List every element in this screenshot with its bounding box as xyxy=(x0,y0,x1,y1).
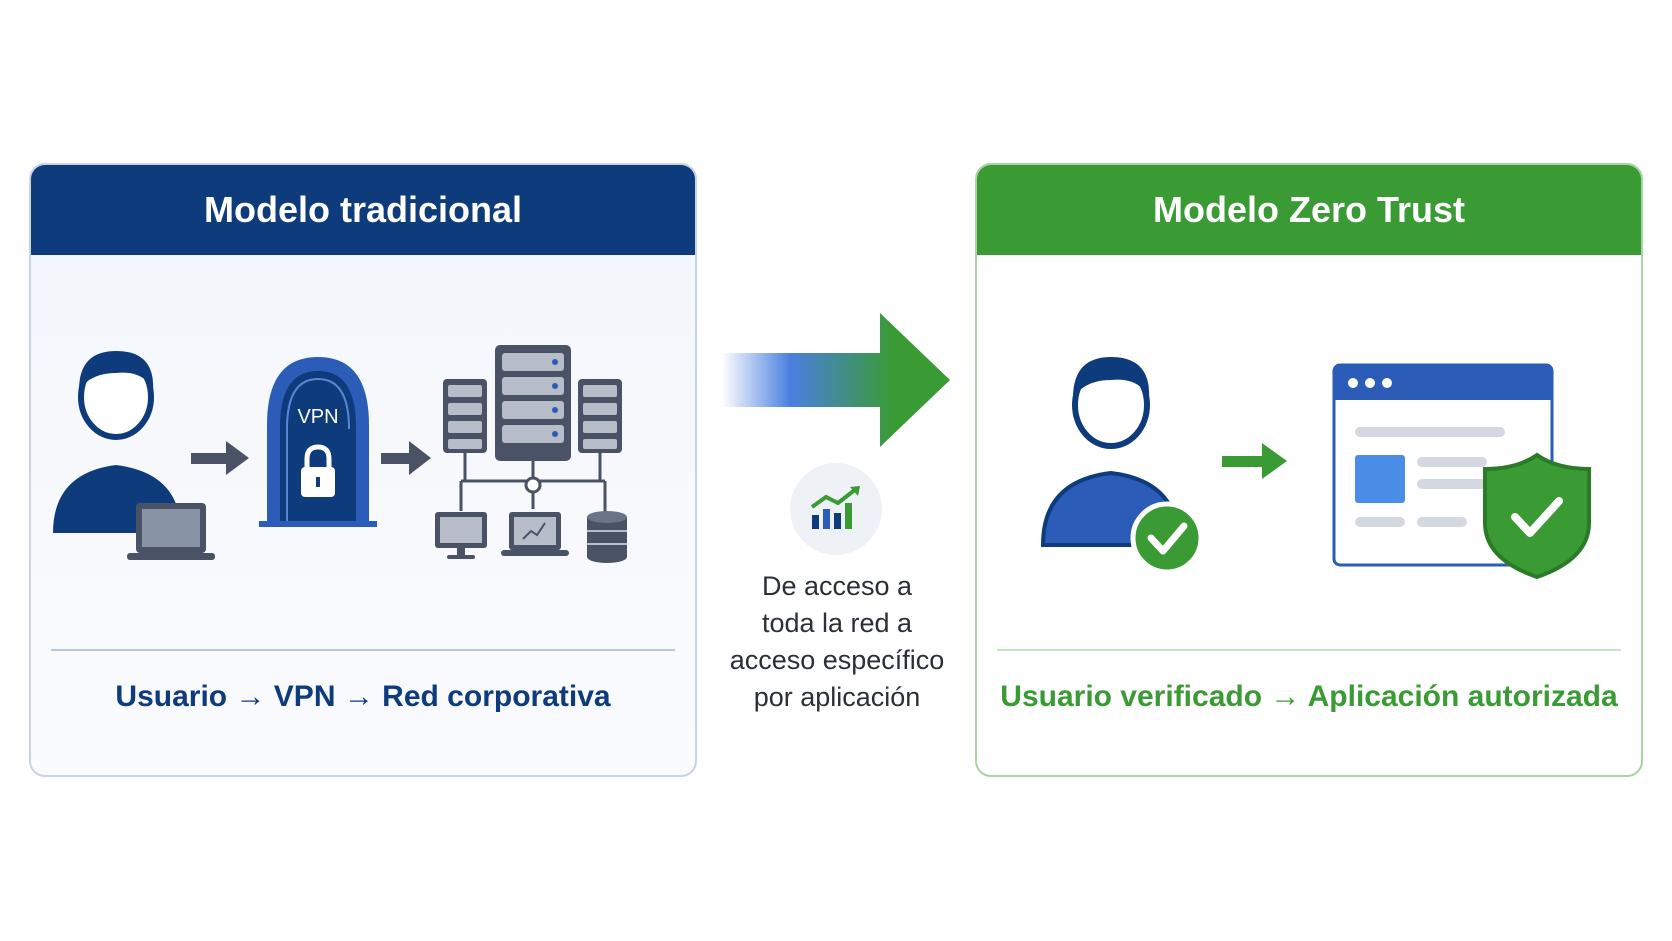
traditional-model-title: Modelo tradicional xyxy=(31,165,695,255)
arrow-user-to-app xyxy=(1222,443,1287,479)
vpn-tunnel-icon: VPN xyxy=(259,357,377,527)
flow-step-vpn: VPN xyxy=(273,680,336,713)
traditional-diagram: VPN xyxy=(53,345,627,563)
arrow-vpn-to-network xyxy=(381,441,431,475)
zero-trust-diagram xyxy=(1040,357,1591,580)
zero-trust-divider xyxy=(997,649,1621,651)
flow-arrow: → xyxy=(343,680,374,713)
user-icon xyxy=(53,351,181,533)
growth-chart-icon xyxy=(790,463,882,555)
server-rack-icon xyxy=(443,345,622,461)
database-icon xyxy=(587,511,627,563)
transition-caption: De acceso a toda la red a acceso específ… xyxy=(729,571,945,712)
flow-arrow: → xyxy=(235,680,266,713)
traditional-model-panel: Modelo tradicional VPN xyxy=(29,163,697,777)
zero-trust-flow: Usuario verificado → Aplicación autoriza… xyxy=(977,680,1641,714)
laptop-chart-icon xyxy=(501,512,569,556)
flow-step-verified-user: Usuario verificado xyxy=(1000,680,1263,713)
monitor-icon xyxy=(435,512,487,559)
flow-step-authorized-app: Aplicación autorizada xyxy=(1307,680,1618,713)
flow-arrow: → xyxy=(1270,680,1301,713)
traditional-flow: Usuario → VPN → Red corporativa xyxy=(31,680,695,714)
zero-trust-title: Modelo Zero Trust xyxy=(977,165,1641,255)
shield-check-icon xyxy=(1483,452,1591,580)
lock-icon xyxy=(301,444,335,497)
flow-step-user: Usuario xyxy=(115,680,228,713)
traditional-divider xyxy=(51,649,675,651)
zero-trust-panel: Modelo Zero Trust xyxy=(975,163,1643,777)
laptop-icon xyxy=(127,503,215,560)
check-badge-icon xyxy=(1130,501,1204,575)
vpn-label: VPN xyxy=(297,406,338,428)
network-hub xyxy=(524,476,542,494)
transition-arrow xyxy=(722,313,950,447)
flow-step-corporate-network: Red corporativa xyxy=(382,680,611,713)
arrow-user-to-vpn xyxy=(191,441,249,475)
